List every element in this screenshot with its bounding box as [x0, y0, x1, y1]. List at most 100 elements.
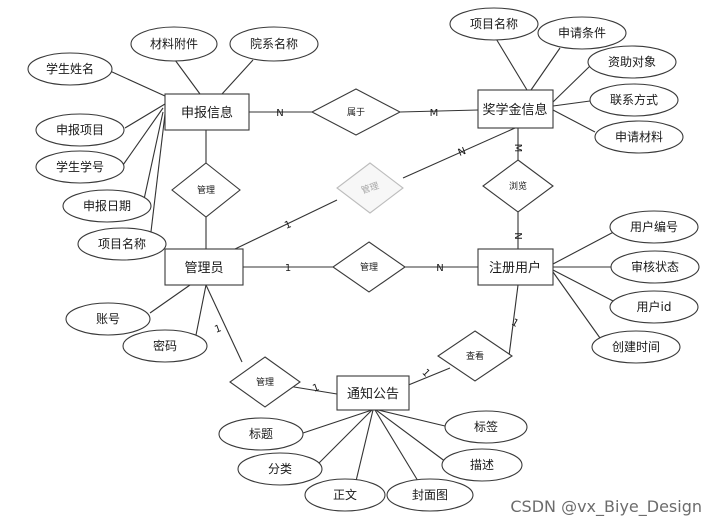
attribute-xuesheng-xingming: 学生姓名: [27, 52, 113, 86]
attribute-yonghu-bianhao: 用户编号: [609, 210, 699, 244]
relationship-guanli-gonggao: 管理: [229, 356, 301, 408]
relationship-label: 管理: [256, 376, 274, 388]
attribute-zizhu-duixiang: 资助对象: [587, 45, 677, 79]
line-admin-zhanghao: [149, 284, 191, 314]
attribute-label: 分类: [268, 462, 292, 476]
attribute-xuesheng-xuehao: 学生学号: [35, 150, 125, 184]
line-jxj-tiaojian: [530, 47, 561, 91]
attribute-label: 创建时间: [612, 340, 660, 354]
attribute-label: 用户id: [637, 299, 672, 314]
line-gg-fenlei: [317, 409, 373, 465]
attribute-label: 密码: [153, 338, 177, 353]
line-gg-miaoshu: [375, 409, 447, 463]
attribute-xiangmu-mingcheng: 项目名称: [77, 227, 167, 261]
attribute-label: 标题: [249, 427, 273, 441]
line-shenbao-yuanxi: [221, 59, 254, 95]
attribute-label: 申报日期: [83, 198, 131, 213]
attribute-label: 申请条件: [558, 26, 606, 40]
attribute-fenlei: 分类: [237, 452, 323, 486]
entity-label: 奖学金信息: [482, 102, 547, 118]
attribute-shenqing-cailiao: 申请材料: [594, 120, 684, 154]
relationship-label: 浏览: [509, 180, 527, 192]
line-shenbao-xiangmu: [124, 103, 166, 129]
cardinality-gg-user-top: 1: [509, 317, 520, 330]
line-user-id: [552, 269, 616, 303]
line-admin-guanlifaded: [234, 199, 338, 250]
cardinality-jxj-admin-top: N: [457, 146, 468, 159]
attribute-cailiao-fujian: 材料附件: [130, 26, 218, 62]
relationship-label: 管理: [360, 261, 378, 273]
cardinality-gg-admin-bottom: 1: [311, 382, 321, 395]
attribute-mima: 密码: [122, 329, 208, 363]
line-shenbao-xingming: [109, 70, 166, 97]
entity-label: 通知公告: [347, 386, 399, 402]
relationship-label: 查看: [466, 350, 484, 362]
relationship-label: 管理: [197, 184, 215, 196]
line-gg-biaoti: [299, 409, 373, 435]
attribute-label: 项目名称: [98, 236, 146, 251]
line-admin-guanligg: [205, 284, 243, 363]
attribute-label: 审核状态: [631, 259, 679, 274]
attribute-jxj-xiangmu-mingcheng: 项目名称: [449, 7, 539, 41]
attribute-lianxi-fangshi: 联系方式: [589, 83, 679, 117]
line-shenbao-xuehao: [122, 107, 164, 166]
attribute-label: 材料附件: [150, 37, 198, 51]
attribute-fengmiantu: 封面图: [386, 478, 474, 512]
connector-lines: [109, 36, 626, 482]
relationship-label: 属于: [347, 107, 365, 118]
line-jxj-xiangmu: [494, 36, 528, 91]
entity-shenbao-xinxi: 申报信息: [164, 93, 250, 131]
line-user-chakan: [508, 284, 519, 357]
line-shenbao-riqi: [142, 111, 164, 205]
attribute-shenqing-tiaojian: 申请条件: [537, 16, 627, 50]
relationship-chakan: 查看: [437, 330, 513, 382]
attribute-label: 联系方式: [610, 92, 658, 107]
entity-label: 注册用户: [489, 260, 541, 276]
relationship-guanli-yonghu: 管理: [332, 241, 406, 293]
line-shenbao-fujian: [174, 59, 201, 95]
attribute-label: 申报项目: [56, 122, 104, 137]
line-shenbao-mingcheng: [149, 113, 166, 241]
attribute-shenbao-riqi: 申报日期: [62, 189, 152, 223]
attribute-label: 资助对象: [608, 55, 656, 69]
entity-jiangxuejin-xinxi: 奖学金信息: [477, 89, 554, 129]
relationship-liulan: 浏览: [482, 159, 554, 213]
cardinality-user-admin-right: N: [436, 263, 443, 274]
attribute-label: 学生学号: [56, 159, 104, 174]
attribute-shenbao-xiangmu: 申报项目: [35, 113, 125, 147]
attribute-shenhe-zhuangtai: 审核状态: [610, 250, 700, 284]
line-guanligg-gg: [287, 385, 338, 395]
attribute-label: 账号: [96, 312, 120, 326]
attribute-yuanxi-mingcheng: 院系名称: [229, 26, 319, 62]
attribute-label: 正文: [333, 487, 357, 502]
entity-zhuce-yonghu: 注册用户: [477, 248, 554, 286]
line-guanlifaded-jxj: [402, 127, 516, 179]
line-chakan-gg: [405, 367, 451, 387]
line-gg-zhengwen: [355, 409, 374, 482]
line-gg-fengmian: [374, 409, 419, 482]
line-jxj-lianxi: [552, 100, 591, 107]
cardinality-shuyu-right: M: [430, 108, 439, 119]
attribute-label: 院系名称: [250, 36, 298, 51]
line-jxj-zizhu: [552, 65, 591, 103]
attribute-chuangjian-shijian: 创建时间: [591, 330, 681, 364]
line-admin-mima: [194, 284, 207, 341]
entity-guanliyuan: 管理员: [164, 248, 244, 286]
cardinality-liulan-bottom: N: [512, 232, 523, 239]
cardinality-gg-user-bottom: 1: [420, 367, 432, 379]
cardinality-labels: N M N 1 M N 1 N 1 1 1 1: [213, 108, 523, 395]
entity-label: 申报信息: [181, 105, 233, 121]
attribute-label: 申请材料: [615, 130, 663, 144]
cardinality-jxj-admin-bottom: 1: [283, 219, 293, 232]
attribute-label: 项目名称: [470, 16, 518, 31]
attribute-yonghu-id: 用户id: [609, 290, 699, 324]
line-shuyu-jxj: [399, 109, 479, 113]
cardinality-liulan-top: M: [512, 144, 523, 153]
attribute-miaoshu: 描述: [441, 448, 523, 482]
relationship-shuyu: 属于: [310, 88, 402, 136]
relationship-guanli-jiangxuejin: 管理: [336, 162, 404, 214]
cardinality-gg-admin-top: 1: [213, 323, 223, 336]
line-gg-biaoqian: [377, 409, 446, 427]
relationship-guanli-shenbao: 管理: [171, 162, 241, 218]
